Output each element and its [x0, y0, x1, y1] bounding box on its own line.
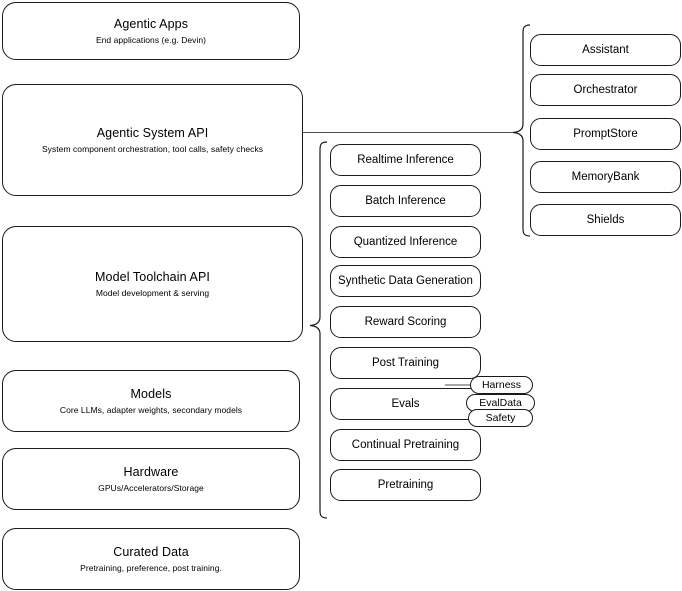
layer-subtitle: GPUs/Accelerators/Storage: [98, 483, 204, 493]
system-item-promptstore[interactable]: PromptStore: [530, 118, 681, 150]
toolchain-item-realtime-inference[interactable]: Realtime Inference: [330, 144, 481, 176]
layer-hardware[interactable]: Hardware GPUs/Accelerators/Storage: [2, 448, 300, 510]
toolchain-item-post-training[interactable]: Post Training: [330, 347, 481, 379]
item-label: MemoryBank: [571, 171, 640, 183]
item-label: PromptStore: [573, 128, 638, 140]
layer-model-toolchain-api[interactable]: Model Toolchain API Model development & …: [2, 226, 303, 342]
item-label: Synthetic Data Generation: [338, 275, 473, 287]
pill-label: EvalData: [479, 397, 522, 409]
right-bracket: [512, 24, 531, 237]
system-item-memorybank[interactable]: MemoryBank: [530, 161, 681, 193]
item-label: Pretraining: [377, 479, 434, 491]
toolchain-item-continual-pretraining[interactable]: Continual Pretraining: [330, 429, 481, 461]
layer-title: Agentic Apps: [113, 17, 189, 31]
layer-subtitle: Core LLMs, adapter weights, secondary mo…: [59, 405, 243, 415]
toolchain-item-batch-inference[interactable]: Batch Inference: [330, 185, 481, 217]
layer-agentic-apps[interactable]: Agentic Apps End applications (e.g. Devi…: [2, 2, 300, 60]
toolchain-item-quantized-inference[interactable]: Quantized Inference: [330, 226, 481, 258]
evals-subitem-safety[interactable]: Safety: [468, 409, 533, 427]
layer-subtitle: End applications (e.g. Devin): [95, 35, 207, 45]
layer-title: Model Toolchain API: [95, 270, 210, 284]
item-label: Batch Inference: [365, 195, 446, 207]
layer-title: Agentic System API: [96, 126, 209, 140]
toolchain-item-pretraining[interactable]: Pretraining: [330, 469, 481, 501]
pill-label: Harness: [481, 379, 522, 391]
evals-subitem-harness[interactable]: Harness: [470, 376, 533, 394]
system-item-orchestrator[interactable]: Orchestrator: [530, 74, 681, 106]
item-label: Reward Scoring: [364, 316, 447, 328]
item-label: Assistant: [582, 44, 629, 56]
layer-curated-data[interactable]: Curated Data Pretraining, preference, po…: [2, 528, 300, 590]
layer-subtitle: Model development & serving: [95, 288, 210, 298]
layer-subtitle: Pretraining, preference, post training.: [80, 563, 222, 573]
layer-title: Hardware: [123, 465, 179, 479]
toolchain-item-evals[interactable]: Evals: [330, 388, 481, 420]
layer-title: Curated Data: [113, 545, 189, 559]
item-label: Orchestrator: [573, 84, 638, 96]
layer-agentic-system-api[interactable]: Agentic System API System component orch…: [2, 84, 303, 196]
item-label: Continual Pretraining: [351, 439, 460, 451]
layer-subtitle: System component orchestration, tool cal…: [41, 144, 264, 154]
item-label: Post Training: [371, 357, 440, 369]
layer-models[interactable]: Models Core LLMs, adapter weights, secon…: [2, 370, 300, 432]
item-label: Realtime Inference: [357, 154, 454, 166]
toolchain-item-reward-scoring[interactable]: Reward Scoring: [330, 306, 481, 338]
pill-label: Safety: [485, 412, 516, 424]
system-item-shields[interactable]: Shields: [530, 204, 681, 236]
item-label: Shields: [586, 214, 625, 226]
item-label: Quantized Inference: [353, 236, 458, 248]
toolchain-item-synthetic-data-generation[interactable]: Synthetic Data Generation: [330, 265, 481, 297]
item-label: Evals: [391, 398, 420, 410]
layer-title: Models: [130, 387, 172, 401]
middle-bracket: [309, 141, 328, 519]
system-item-assistant[interactable]: Assistant: [530, 34, 681, 66]
